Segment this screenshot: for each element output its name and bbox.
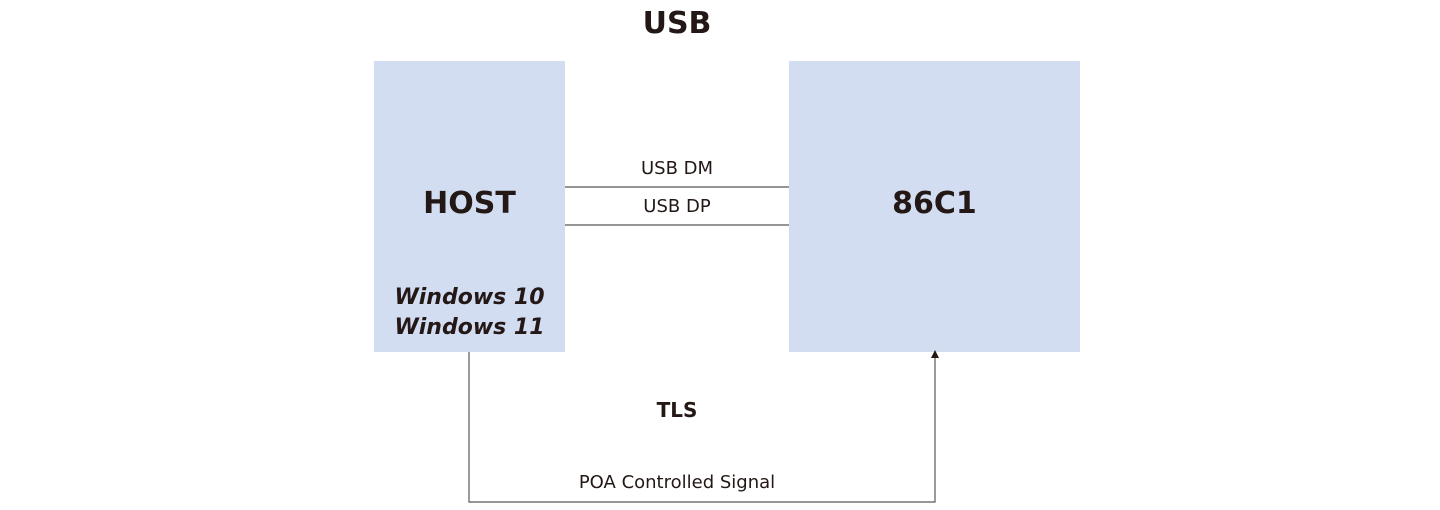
tls-label: TLS bbox=[656, 398, 698, 422]
host-block: HOST Windows 10 Windows 11 bbox=[374, 61, 565, 352]
os-item-windows-11: Windows 11 bbox=[394, 315, 545, 340]
poa-signal-line bbox=[468, 352, 936, 503]
os-item-windows-10: Windows 10 bbox=[394, 285, 545, 310]
device-label: 86C1 bbox=[892, 186, 977, 221]
usb-dp-label: USB DP bbox=[643, 196, 711, 217]
usb-dm-label: USB DM bbox=[640, 158, 714, 179]
poa-signal-label: POA Controlled Signal bbox=[578, 472, 776, 493]
poa-arrowhead-icon bbox=[931, 350, 939, 358]
host-label: HOST bbox=[423, 186, 516, 221]
device-block: 86C1 bbox=[789, 61, 1080, 352]
host-os-list: Windows 10 Windows 11 bbox=[374, 283, 565, 343]
diagram-title: USB bbox=[642, 6, 712, 41]
